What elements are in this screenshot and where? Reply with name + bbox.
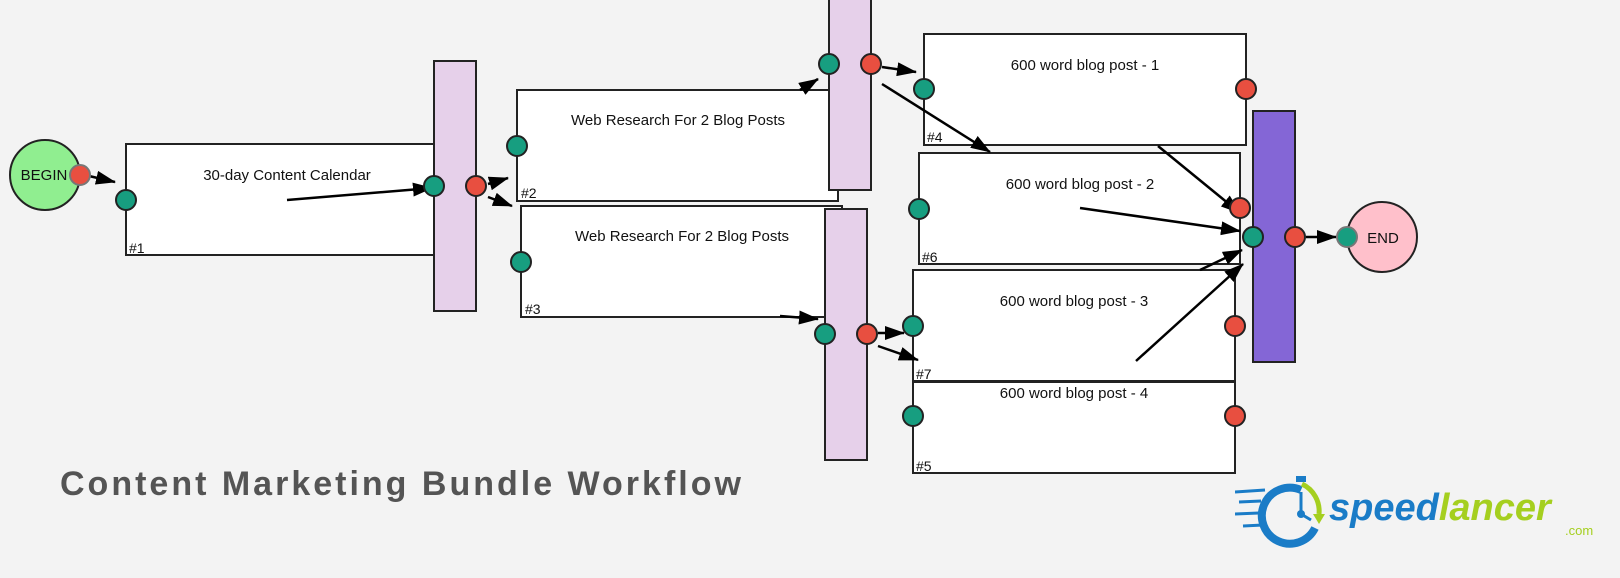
- bar1-output-port[interactable]: [465, 175, 487, 197]
- task-label: Web Research For 2 Blog Posts: [571, 112, 785, 129]
- task-label: 600 word blog post - 1: [1011, 57, 1159, 74]
- edge-bar1-to-2: [487, 176, 509, 191]
- final-bar-output-port[interactable]: [1284, 226, 1306, 248]
- task-box-4[interactable]: 600 word blog post - 1 #4: [923, 33, 1257, 146]
- edge-6-to-final: [1079, 206, 1241, 236]
- task-label: 30-day Content Calendar: [203, 167, 371, 184]
- sync-bar-2[interactable]: [828, 0, 872, 191]
- task-label: Web Research For 2 Blog Posts: [575, 228, 789, 245]
- bar2-input-port[interactable]: [818, 53, 840, 75]
- logo-text: speedlancer: [1329, 487, 1553, 529]
- diagram-title: Content Marketing Bundle Workflow: [60, 465, 744, 503]
- task-id: #4: [927, 129, 943, 145]
- output-port[interactable]: [1224, 315, 1246, 337]
- task-box-6[interactable]: 600 word blog post - 2 #6: [918, 152, 1241, 265]
- task-box-2[interactable]: Web Research For 2 Blog Posts #2: [516, 89, 839, 202]
- output-port[interactable]: [1235, 78, 1257, 100]
- edge-5-to-final: [1199, 248, 1243, 272]
- task-label: 600 word blog post - 2: [1006, 176, 1154, 193]
- logo-domain: .com: [1565, 523, 1593, 538]
- edge-1-to-bar1: [286, 182, 433, 202]
- end-label: END: [1367, 230, 1399, 247]
- bar1-input-port[interactable]: [423, 175, 445, 197]
- input-port-3[interactable]: [510, 251, 532, 273]
- task-id: #6: [922, 249, 938, 265]
- begin-output-port[interactable]: [69, 164, 91, 186]
- logo-speed: speed: [1329, 487, 1440, 529]
- bar3-input-port[interactable]: [814, 323, 836, 345]
- task6-output-port[interactable]: [1229, 197, 1251, 219]
- speedlancer-logo: speedlancer .com: [1235, 476, 1593, 548]
- edge-2-to-bar2: [798, 77, 819, 95]
- task-label: 600 word blog post - 3: [1000, 293, 1148, 310]
- task-id: #2: [521, 185, 537, 201]
- input-port-1[interactable]: [115, 189, 137, 211]
- logo-lancer: lancer: [1439, 487, 1553, 529]
- task-label: 600 word blog post - 4: [1000, 385, 1148, 402]
- task-box-7[interactable]: 600 word blog post - 3 #7: [912, 269, 1246, 382]
- task-id: #3: [525, 301, 541, 317]
- begin-label: BEGIN: [21, 167, 68, 184]
- task-box-5[interactable]: 600 word blog post - 4 #5: [912, 381, 1246, 474]
- begin-node[interactable]: BEGIN: [9, 139, 91, 211]
- input-port-6[interactable]: [908, 198, 930, 220]
- edge-bar2-to-4: [881, 62, 917, 77]
- edge-bar1-to-3: [487, 192, 513, 208]
- task-box-3[interactable]: Web Research For 2 Blog Posts #3: [520, 205, 843, 318]
- input-port-7[interactable]: [902, 315, 924, 337]
- edge-7-to-final: [1135, 263, 1244, 362]
- end-input-port[interactable]: [1336, 226, 1358, 248]
- edge-3-to-bar3: [779, 310, 819, 325]
- edge-bar3-to-5: [877, 344, 919, 362]
- task-id: #7: [916, 366, 932, 382]
- bar2-output-port[interactable]: [860, 53, 882, 75]
- edge-4-to-final: [1157, 145, 1241, 214]
- task-id: #1: [129, 240, 145, 256]
- end-node[interactable]: END: [1336, 201, 1418, 273]
- final-bar-input-port[interactable]: [1242, 226, 1264, 248]
- edge-begin-to-1: [88, 170, 116, 185]
- edge-bar2-to-6: [881, 82, 991, 154]
- output-port[interactable]: [1224, 405, 1246, 427]
- input-port-4[interactable]: [913, 78, 935, 100]
- stopwatch-icon: [1235, 476, 1325, 548]
- input-port-5[interactable]: [902, 405, 924, 427]
- bar3-output-port[interactable]: [856, 323, 878, 345]
- task-box-1[interactable]: 30-day Content Calendar #1: [125, 143, 437, 256]
- task-id: #5: [916, 458, 932, 474]
- input-port-2[interactable]: [506, 135, 528, 157]
